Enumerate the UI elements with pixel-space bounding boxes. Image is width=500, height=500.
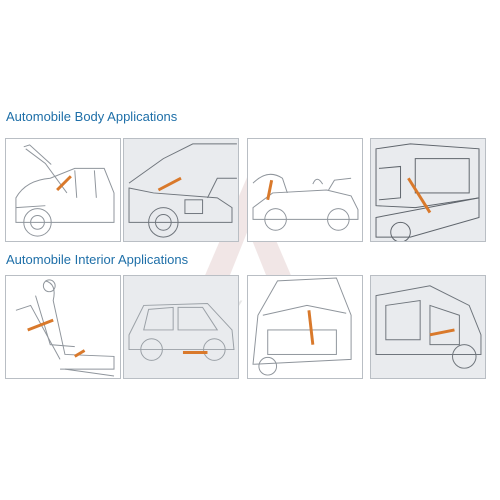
illustration-seat-recliner [5,275,121,379]
illustration-sedan-side [123,275,239,379]
section-title-interior: Automobile Interior Applications [6,252,189,267]
illustration-hood-strut [123,138,239,242]
section-title-body: Automobile Body Applications [6,109,178,124]
illustration-convertible-roof [247,138,363,242]
illustration-rear-hatch [247,275,363,379]
illustration-hood-open-front [5,138,121,242]
illustration-tailgate-strut [370,138,486,242]
illustration-van-interior [370,275,486,379]
